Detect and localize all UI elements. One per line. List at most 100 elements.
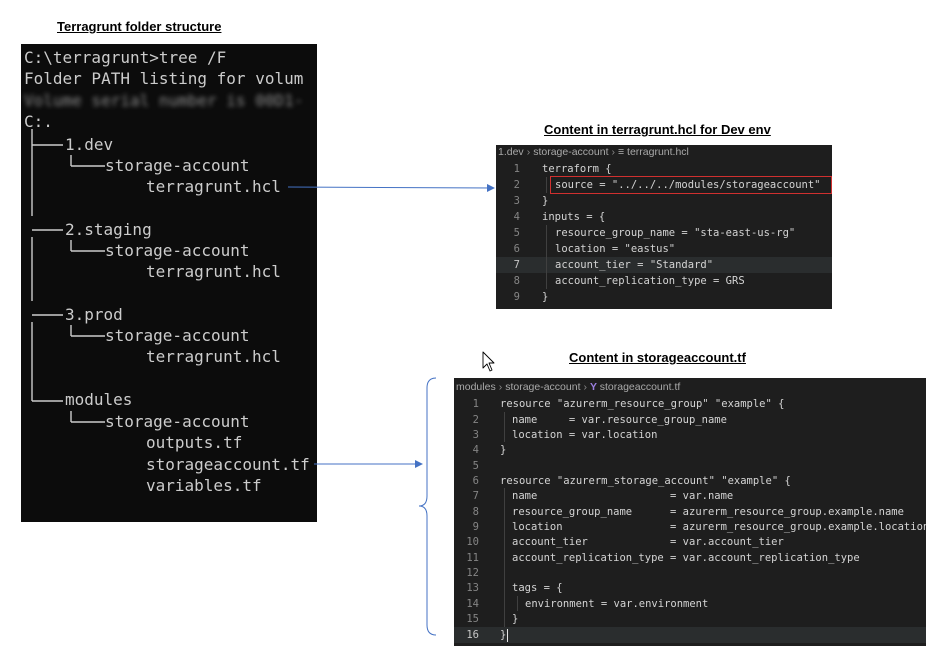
indent-guide bbox=[504, 412, 505, 442]
arrow-hcl-to-dev-content bbox=[287, 183, 495, 192]
folder-staging: 2.staging bbox=[65, 220, 152, 239]
code-text: location = "eastus" bbox=[555, 243, 676, 255]
breadcrumb-storageaccount-tf[interactable]: storageaccount.tf bbox=[599, 381, 681, 393]
code-line: 2 source = "../../../modules/storageacco… bbox=[496, 177, 832, 193]
tf-breadcrumb: modules›storage-account›Y storageaccount… bbox=[456, 381, 680, 393]
folder-modules-storage-account: storage-account bbox=[105, 412, 250, 431]
code-line: 8 account_replication_type = GRS bbox=[496, 273, 832, 289]
folder-staging-storage-account: storage-account bbox=[105, 241, 250, 260]
code-line: 9 location = azurerm_resource_group.examp… bbox=[454, 519, 926, 535]
indent-guide bbox=[546, 177, 547, 193]
file-staging-terragrunt-hcl: terragrunt.hcl bbox=[146, 262, 281, 281]
hcl-breadcrumb: 1.dev›storage-account›≡ terragrunt.hcl bbox=[498, 146, 689, 158]
source-highlight-box bbox=[550, 176, 832, 194]
folder-prod: 3.prod bbox=[65, 305, 123, 324]
line-number: 2 bbox=[513, 179, 520, 191]
code-text: account_tier = var.account_tier bbox=[512, 536, 784, 548]
code-text: source = "../../../modules/storageaccoun… bbox=[555, 179, 821, 191]
code-line: 7 name = var.name bbox=[454, 488, 926, 504]
curly-brace bbox=[418, 377, 437, 636]
code-text: account_tier = "Standard" bbox=[555, 259, 714, 271]
code-line: 10 account_tier = var.account_tier bbox=[454, 534, 926, 550]
line-number: 4 bbox=[472, 444, 479, 456]
code-text: resource "azurerm_storage_account" "exam… bbox=[500, 475, 791, 487]
code-text: resource_group_name = "sta-east-us-rg" bbox=[555, 227, 796, 239]
code-text: resource "azurerm_resource_group" "examp… bbox=[500, 398, 785, 410]
line-number: 6 bbox=[472, 475, 479, 487]
chevron-right-icon: › bbox=[526, 146, 531, 158]
code-line: 9 } bbox=[496, 289, 832, 305]
terminal-window: C:\terragrunt>tree /F Folder PATH listin… bbox=[21, 44, 317, 522]
chevron-right-icon: › bbox=[498, 381, 503, 393]
breadcrumb-storage-account[interactable]: storage-account bbox=[533, 146, 609, 158]
line-number: 5 bbox=[513, 227, 520, 239]
terminal-volume-serial: Volume serial number is 00D1- bbox=[24, 91, 304, 110]
indent-guide bbox=[504, 488, 505, 627]
line-number: 7 bbox=[472, 490, 479, 502]
line-number: 16 bbox=[466, 629, 479, 641]
tree-connector-lines bbox=[31, 129, 105, 423]
code-line: 11 account_replication_type = var.account… bbox=[454, 550, 926, 566]
line-number: 9 bbox=[472, 521, 479, 533]
line-number: 7 bbox=[513, 259, 520, 271]
code-text: } bbox=[542, 195, 549, 207]
code-line: 15} bbox=[454, 611, 926, 627]
line-number: 9 bbox=[513, 291, 520, 303]
indent-guide bbox=[517, 596, 518, 611]
line-number: 15 bbox=[466, 613, 479, 625]
terminal-root: C:. bbox=[24, 112, 53, 131]
code-text: terraform { bbox=[542, 163, 612, 175]
code-line: 2 name = var.resource_group_name bbox=[454, 412, 926, 428]
storageaccount-tf-editor: modules›storage-account›Y storageaccount… bbox=[454, 378, 926, 646]
line-number: 8 bbox=[472, 506, 479, 518]
dev-hcl-title: Content in terragrunt.hcl for Dev env bbox=[544, 122, 771, 137]
code-text: resource_group_name = azurerm_resource_g… bbox=[512, 506, 904, 518]
breadcrumb-storage-account[interactable]: storage-account bbox=[505, 381, 581, 393]
code-text: } bbox=[542, 291, 549, 303]
line-number: 10 bbox=[466, 536, 479, 548]
line-number: 6 bbox=[513, 243, 520, 255]
line-number: 3 bbox=[472, 429, 479, 441]
code-text: } bbox=[500, 629, 507, 641]
code-line: 8 resource_group_name = azurerm_resource_… bbox=[454, 504, 926, 520]
file-outputs-tf: outputs.tf bbox=[146, 433, 243, 452]
code-text: location = var.location bbox=[512, 429, 658, 441]
code-text: location = azurerm_resource_group.exampl… bbox=[512, 521, 926, 533]
code-line: 5 resource_group_name = "sta-east-us-rg" bbox=[496, 225, 832, 241]
line-number: 4 bbox=[513, 211, 520, 223]
breadcrumb-terragrunt-hcl[interactable]: terragrunt.hcl bbox=[627, 146, 689, 158]
code-text: inputs = { bbox=[542, 211, 606, 223]
breadcrumb-dev[interactable]: 1.dev bbox=[498, 146, 524, 158]
line-number: 3 bbox=[513, 195, 520, 207]
line-number: 11 bbox=[466, 552, 479, 564]
terminal-folder-listing: Folder PATH listing for volum bbox=[24, 69, 304, 88]
terminal-command: C:\terragrunt>tree /F bbox=[24, 48, 227, 67]
line-number: 12 bbox=[466, 567, 479, 579]
line-number: 1 bbox=[472, 398, 479, 410]
folder-prod-storage-account: storage-account bbox=[105, 326, 250, 345]
file-variables-tf: variables.tf bbox=[146, 476, 262, 495]
file-storageaccount-tf: storageaccount.tf bbox=[146, 455, 310, 474]
lines-file-icon: ≡ bbox=[617, 146, 628, 158]
code-text: name = var.resource_group_name bbox=[512, 414, 727, 426]
chevron-right-icon: › bbox=[583, 381, 588, 393]
code-line: 5 bbox=[454, 458, 926, 474]
code-text: account_replication_type = var.account_r… bbox=[512, 552, 860, 564]
breadcrumb-modules[interactable]: modules bbox=[456, 381, 496, 393]
code-line-current: 7 account_tier = "Standard" bbox=[496, 257, 832, 273]
chevron-right-icon: › bbox=[611, 146, 615, 158]
terraform-file-icon: Y bbox=[590, 381, 600, 393]
line-number: 2 bbox=[472, 414, 479, 426]
file-prod-terragrunt-hcl: terragrunt.hcl bbox=[146, 347, 281, 366]
line-number: 1 bbox=[513, 163, 520, 175]
code-text: } bbox=[512, 613, 519, 625]
code-text: account_replication_type = GRS bbox=[555, 275, 745, 287]
mouse-pointer-icon bbox=[482, 351, 495, 372]
folder-modules: modules bbox=[65, 390, 133, 409]
folder-structure-title: Terragrunt folder structure bbox=[57, 19, 222, 34]
code-line-current: 16} bbox=[454, 627, 926, 643]
code-text: name = var.name bbox=[512, 490, 734, 502]
folder-dev-storage-account: storage-account bbox=[105, 156, 250, 175]
